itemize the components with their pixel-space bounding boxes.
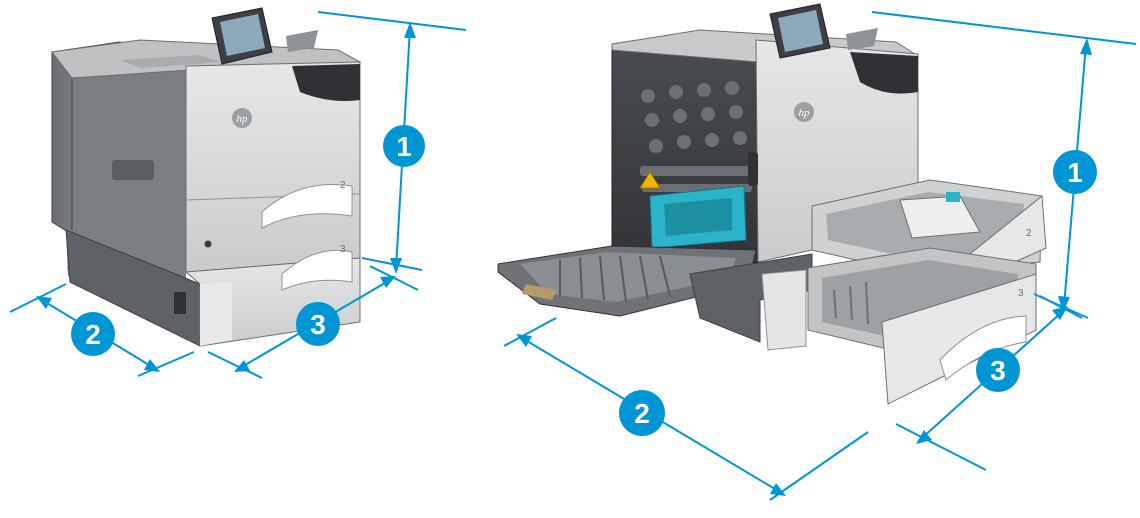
- arrow-right-icon: [1052, 306, 1068, 320]
- side-door-inner: [520, 252, 736, 302]
- output-bin: [120, 55, 222, 68]
- depth-extension-front: [769, 431, 869, 501]
- output-stop: [286, 30, 318, 52]
- power-button[interactable]: [204, 240, 212, 248]
- printer-open-figure: hp 2 3: [497, 3, 1047, 405]
- callout-width-right: 3: [976, 348, 1020, 392]
- side-door-ribs: [559, 255, 671, 303]
- height-extension-bottom: [361, 257, 423, 271]
- depth-extension-front: [137, 351, 195, 377]
- callout-width-left: 3: [296, 302, 340, 346]
- width-extension-left: [895, 423, 987, 471]
- hp-logo-icon: [794, 102, 814, 122]
- height-extension-top: [317, 11, 467, 31]
- arrow-up-icon: [1080, 38, 1092, 55]
- arrow-left-icon: [516, 334, 532, 347]
- feeder-front-edge: [761, 269, 807, 351]
- callout-label: 3: [990, 355, 1006, 386]
- tray-2-handle: [261, 183, 353, 229]
- printer-closed-figure: hp 2 3: [51, 7, 362, 347]
- tray-2-teal-tab: [946, 192, 960, 202]
- tray-3-handle: [939, 315, 1027, 381]
- callout-label: 2: [634, 398, 650, 429]
- arrow-left-icon: [916, 430, 932, 444]
- width-extension-left: [207, 351, 263, 379]
- control-panel-screen: [778, 10, 823, 52]
- duplex-teal-inner: [664, 198, 732, 236]
- callout-circle: [383, 125, 425, 167]
- arrow-up-icon: [404, 22, 416, 38]
- callout-height-left: 1: [383, 125, 425, 167]
- front-output-slot: [292, 64, 360, 101]
- side-door-handle: [112, 160, 154, 180]
- depth-extension-back: [503, 317, 557, 347]
- hp-logo-text: hp: [237, 113, 249, 125]
- tray-2-number: 2: [1026, 228, 1032, 239]
- hp-logo-text: hp: [799, 107, 811, 119]
- callout-circle: [71, 312, 115, 356]
- callout-circle: [619, 390, 665, 436]
- tray-3-number: 3: [340, 244, 346, 255]
- arrow-right-icon: [144, 359, 160, 372]
- tray-3-handle: [281, 249, 353, 291]
- feeder-front-edge: [200, 282, 232, 346]
- feeder-latch: [174, 292, 186, 314]
- door-label-strip: [522, 284, 556, 300]
- callout-circle: [296, 302, 340, 346]
- height-extension-top: [871, 11, 1137, 45]
- callout-label: 1: [1067, 157, 1083, 188]
- front-output-slot: [850, 52, 918, 94]
- callout-height-right: 1: [1053, 150, 1097, 194]
- tray-2-number: 2: [340, 180, 346, 191]
- control-panel-screen: [220, 14, 265, 56]
- arrow-down-icon: [1058, 296, 1070, 312]
- tray-2-guide: [899, 195, 981, 239]
- warning-icon: [639, 171, 661, 189]
- arrow-left-icon: [234, 360, 250, 372]
- callout-label: 3: [310, 309, 326, 340]
- arrow-down-icon: [390, 258, 402, 274]
- output-stop: [846, 28, 878, 50]
- width-extension-right: [1039, 295, 1083, 319]
- tray-3-ribs: [833, 281, 869, 325]
- callout-depth-right: 2: [619, 390, 665, 436]
- callout-circle: [976, 348, 1020, 392]
- arrow-right-icon: [380, 276, 396, 288]
- tray-3-number: 3: [1018, 288, 1024, 299]
- callout-label: 2: [85, 319, 101, 350]
- callout-circle: [1053, 150, 1097, 194]
- hp-logo-icon: [232, 108, 252, 128]
- front-latch: [748, 152, 758, 186]
- arrow-left-icon: [36, 296, 52, 309]
- arrow-right-icon: [770, 483, 786, 496]
- tray-3-front: [881, 273, 1037, 405]
- callout-depth-left: 2: [71, 312, 115, 356]
- callout-label: 1: [396, 131, 412, 162]
